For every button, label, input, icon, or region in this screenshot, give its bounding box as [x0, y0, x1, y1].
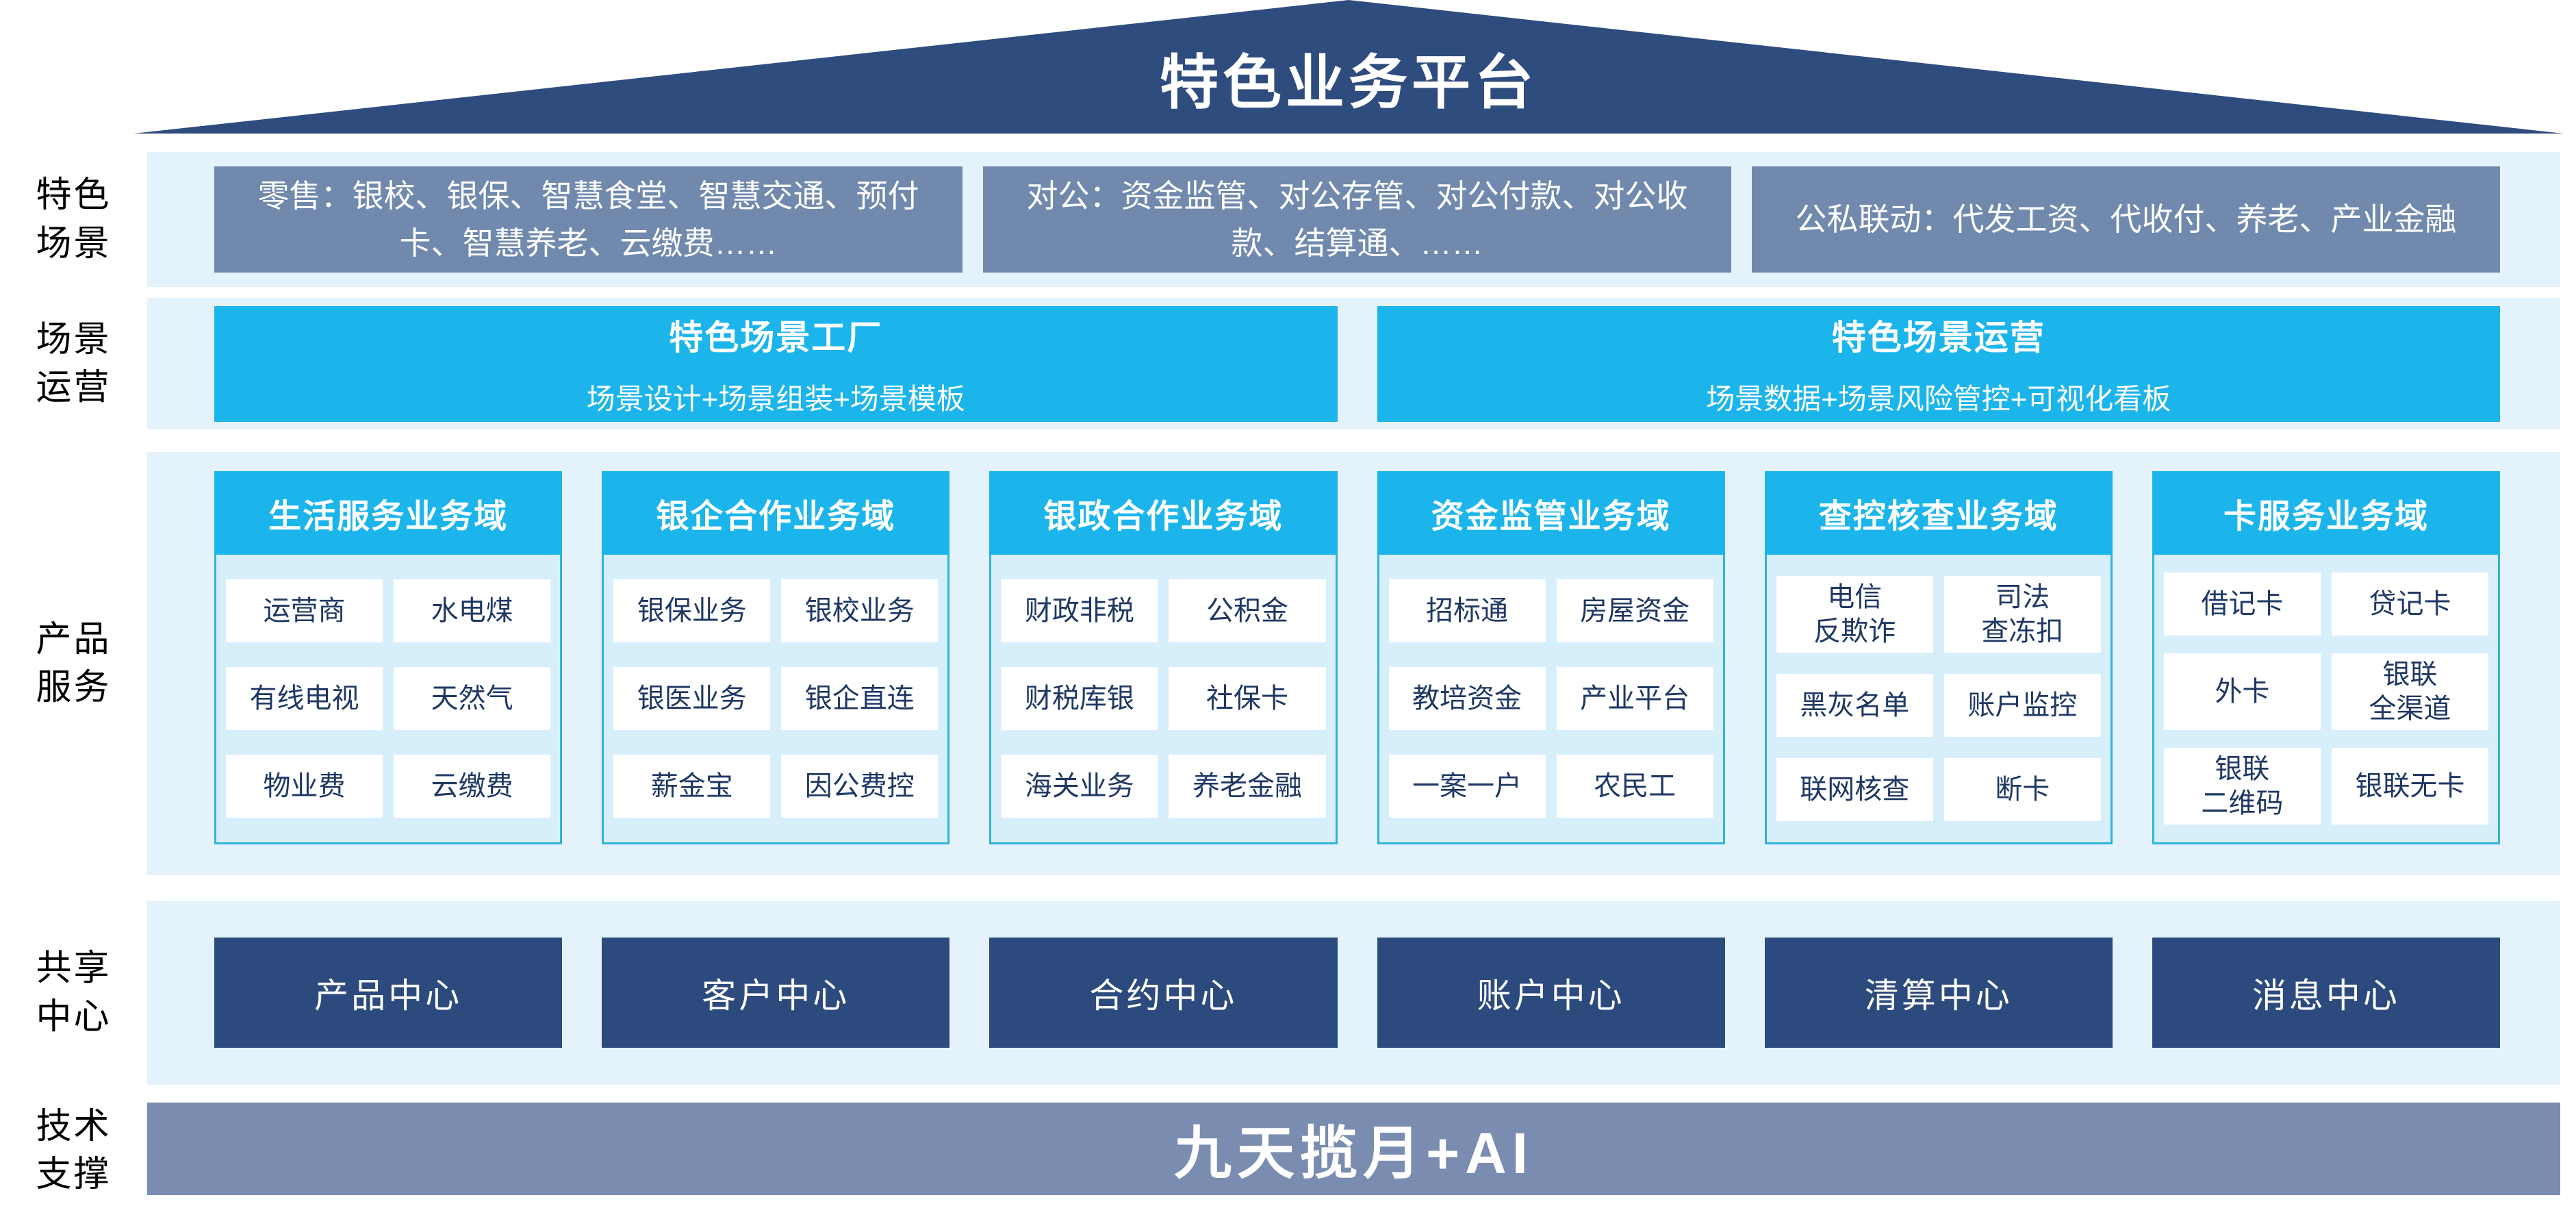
products-band: 生活服务业务域 运营商 水电煤 有线电视 天然气 物业费 云缴费 银企合作业务域…: [147, 452, 2560, 875]
operations-band: 特色场景工厂 场景设计+场景组装+场景模板 特色场景运营 场景数据+场景风险管控…: [147, 298, 2560, 429]
product-cell: 借记卡: [2163, 573, 2321, 636]
product-column-life-services: 生活服务业务域 运营商 水电煤 有线电视 天然气 物业费 云缴费: [214, 471, 563, 844]
product-cell: 运营商: [226, 579, 383, 642]
product-cell: 天然气: [394, 667, 551, 730]
product-column-bank-government: 银政合作业务域 财政非税 公积金 财税库银 社保卡 海关业务 养老金融: [989, 471, 1338, 844]
row-label-centers: 共享 中心: [36, 948, 112, 1037]
product-cell: 房屋资金: [1556, 579, 1713, 642]
center-box-contract: 合约中心: [989, 938, 1338, 1048]
product-cell: 银联 全渠道: [2331, 653, 2489, 730]
product-cell: 教培资金: [1388, 667, 1546, 730]
row-label-tech-support: 技术 支撑: [36, 1107, 112, 1195]
row-tech-support: 技术 支撑 九天揽月+AI: [0, 1103, 2576, 1198]
product-column-body: 借记卡 贷记卡 外卡 银联 全渠道 银联 二维码 银联无卡: [2152, 555, 2501, 844]
product-cell: 财政非税: [1001, 579, 1158, 642]
product-column-header: 银企合作业务域: [602, 471, 950, 555]
ops-box-scene-operation: 特色场景运营 场景数据+场景风险管控+可视化看板: [1377, 305, 2500, 422]
product-cell: 电信 反欺诈: [1776, 576, 1933, 653]
product-cell: 司法 查冻扣: [1943, 576, 2101, 653]
center-box-product: 产品中心: [214, 938, 563, 1048]
scene-box-retail: 零售：银校、银保、智慧食堂、智慧交通、预付卡、智慧养老、云缴费……: [214, 166, 962, 273]
product-cell: 外卡: [2163, 653, 2321, 730]
center-box-message: 消息中心: [2152, 938, 2501, 1048]
row-products: 产品 服务 生活服务业务域 运营商 水电煤 有线电视 天然气 物业费 云缴费 银…: [0, 452, 2576, 875]
product-cell: 有线电视: [226, 667, 383, 730]
product-cell: 物业费: [226, 755, 383, 818]
row-label-operations: 场景 运营: [36, 319, 112, 407]
scenes-band: 零售：银校、银保、智慧食堂、智慧交通、预付卡、智慧养老、云缴费…… 对公：资金监…: [147, 152, 2560, 287]
product-column-header: 银政合作业务域: [989, 471, 1338, 555]
product-cell: 黑灰名单: [1776, 674, 1933, 737]
product-cell: 断卡: [1943, 758, 2101, 821]
product-cell: 联网核查: [1776, 758, 1933, 821]
product-cell: 账户监控: [1943, 674, 2101, 737]
center-box-account: 账户中心: [1377, 938, 1725, 1048]
scene-box-public-private: 公私联动：代发工资、代收付、养老、产业金融: [1752, 166, 2500, 273]
product-column-body: 银保业务 银校业务 银医业务 银企直连 薪金宝 因公费控: [602, 555, 950, 844]
product-column-header: 生活服务业务域: [214, 471, 563, 555]
product-cell: 云缴费: [394, 755, 551, 818]
product-cell: 因公费控: [781, 755, 939, 818]
ops-subtitle: 场景数据+场景风险管控+可视化看板: [1706, 382, 2171, 415]
product-cell: 农民工: [1556, 755, 1713, 818]
center-box-customer: 客户中心: [602, 938, 950, 1048]
scene-box-corporate: 对公：资金监管、对公存管、对公付款、对公收款、结算通、……: [983, 166, 1731, 273]
product-cell: 海关业务: [1001, 755, 1158, 818]
row-label-scenes: 特色 场景: [36, 175, 112, 264]
roof-banner: 特色业务平台: [133, 0, 2564, 134]
product-cell: 社保卡: [1169, 667, 1326, 730]
product-cell: 贷记卡: [2331, 573, 2489, 636]
product-cell: 薪金宝: [613, 755, 771, 818]
product-cell: 一案一户: [1388, 755, 1546, 818]
row-centers: 共享 中心 产品中心 客户中心 合约中心 账户中心 清算中心 消息中心: [0, 901, 2576, 1085]
row-label-products: 产品 服务: [36, 619, 112, 707]
product-cell: 招标通: [1388, 579, 1546, 642]
product-cell: 水电煤: [394, 579, 551, 642]
product-cell: 银医业务: [613, 667, 771, 730]
product-column-body: 电信 反欺诈 司法 查冻扣 黑灰名单 账户监控 联网核查 断卡: [1764, 555, 2113, 844]
product-cell: 银校业务: [781, 579, 939, 642]
ops-title: 特色场景工厂: [669, 318, 883, 357]
product-column-body: 招标通 房屋资金 教培资金 产业平台 一案一户 农民工: [1377, 555, 1725, 844]
product-cell: 养老金融: [1169, 755, 1326, 818]
platform-title: 特色业务平台: [1160, 50, 1538, 116]
tech-support-bar: 九天揽月+AI: [147, 1103, 2560, 1195]
center-box-clearing: 清算中心: [1764, 938, 2113, 1048]
product-cell: 公积金: [1169, 579, 1326, 642]
product-cell: 银联 二维码: [2163, 748, 2321, 825]
product-column-card-services: 卡服务业务域 借记卡 贷记卡 外卡 银联 全渠道 银联 二维码 银联无卡: [2152, 471, 2501, 844]
product-column-bank-enterprise: 银企合作业务域 银保业务 银校业务 银医业务 银企直连 薪金宝 因公费控: [602, 471, 950, 844]
product-cell: 银企直连: [781, 667, 939, 730]
product-cell: 银保业务: [613, 579, 771, 642]
product-cell: 产业平台: [1556, 667, 1713, 730]
product-column-body: 财政非税 公积金 财税库银 社保卡 海关业务 养老金融: [989, 555, 1338, 844]
product-column-header: 卡服务业务域: [2152, 471, 2501, 555]
product-column-fund-supervision: 资金监管业务域 招标通 房屋资金 教培资金 产业平台 一案一户 农民工: [1377, 471, 1725, 844]
product-cell: 财税库银: [1001, 667, 1158, 730]
row-scenes: 特色 场景 零售：银校、银保、智慧食堂、智慧交通、预付卡、智慧养老、云缴费…… …: [0, 152, 2576, 287]
ops-box-scene-factory: 特色场景工厂 场景设计+场景组装+场景模板: [214, 305, 1338, 422]
product-column-body: 运营商 水电煤 有线电视 天然气 物业费 云缴费: [214, 555, 563, 844]
product-column-header: 资金监管业务域: [1377, 471, 1725, 555]
product-column-inquiry-verification: 查控核查业务域 电信 反欺诈 司法 查冻扣 黑灰名单 账户监控 联网核查 断卡: [1764, 471, 2113, 844]
ops-title: 特色场景运营: [1831, 318, 2045, 357]
centers-band: 产品中心 客户中心 合约中心 账户中心 清算中心 消息中心: [147, 901, 2560, 1085]
ops-subtitle: 场景设计+场景组装+场景模板: [586, 382, 965, 415]
product-cell: 银联无卡: [2331, 748, 2489, 825]
row-operations: 场景 运营 特色场景工厂 场景设计+场景组装+场景模板 特色场景运营 场景数据+…: [0, 298, 2576, 429]
product-column-header: 查控核查业务域: [1764, 471, 2113, 555]
